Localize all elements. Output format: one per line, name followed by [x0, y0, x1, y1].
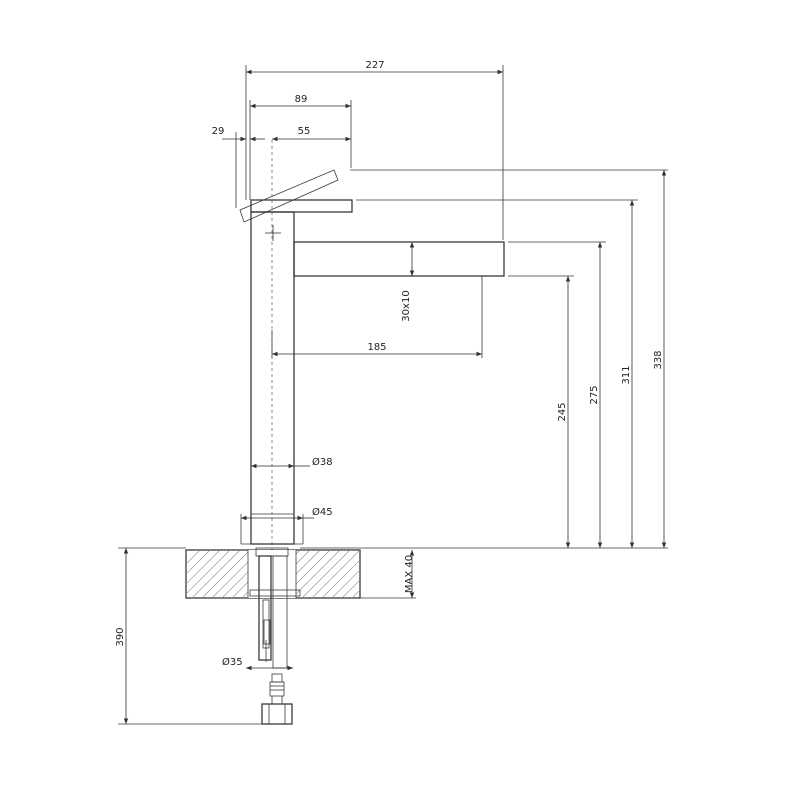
dim-overall-height: 338 [653, 350, 664, 369]
dim-spout-top-height: 275 [589, 385, 600, 404]
dim-body-diameter: Ø38 [312, 456, 333, 468]
lever-handle [239, 169, 353, 241]
dim-lever-height: 311 [621, 365, 632, 384]
dim-lever-span: 89 [295, 94, 308, 105]
dim-below-deck: 390 [115, 627, 126, 646]
dim-base-diameter: Ø45 [312, 506, 333, 518]
dim-spout-reach: 185 [367, 342, 386, 353]
dim-lever-reach: 55 [298, 126, 311, 137]
dim-shank-diameter: Ø35 [222, 656, 243, 668]
deck-section [185, 549, 361, 599]
dim-max-deck: MAX 40 [404, 555, 415, 593]
dim-lever-offset: 29 [212, 126, 225, 137]
hose-connector [261, 673, 293, 725]
dim-overall-width: 227 [365, 60, 384, 71]
fixing-shank [249, 547, 301, 669]
dim-spout-profile: 30x10 [401, 290, 412, 321]
dim-outlet-height: 245 [557, 402, 568, 421]
extension-lines [118, 65, 668, 725]
dimension-lines [123, 69, 667, 724]
spout [293, 241, 505, 277]
